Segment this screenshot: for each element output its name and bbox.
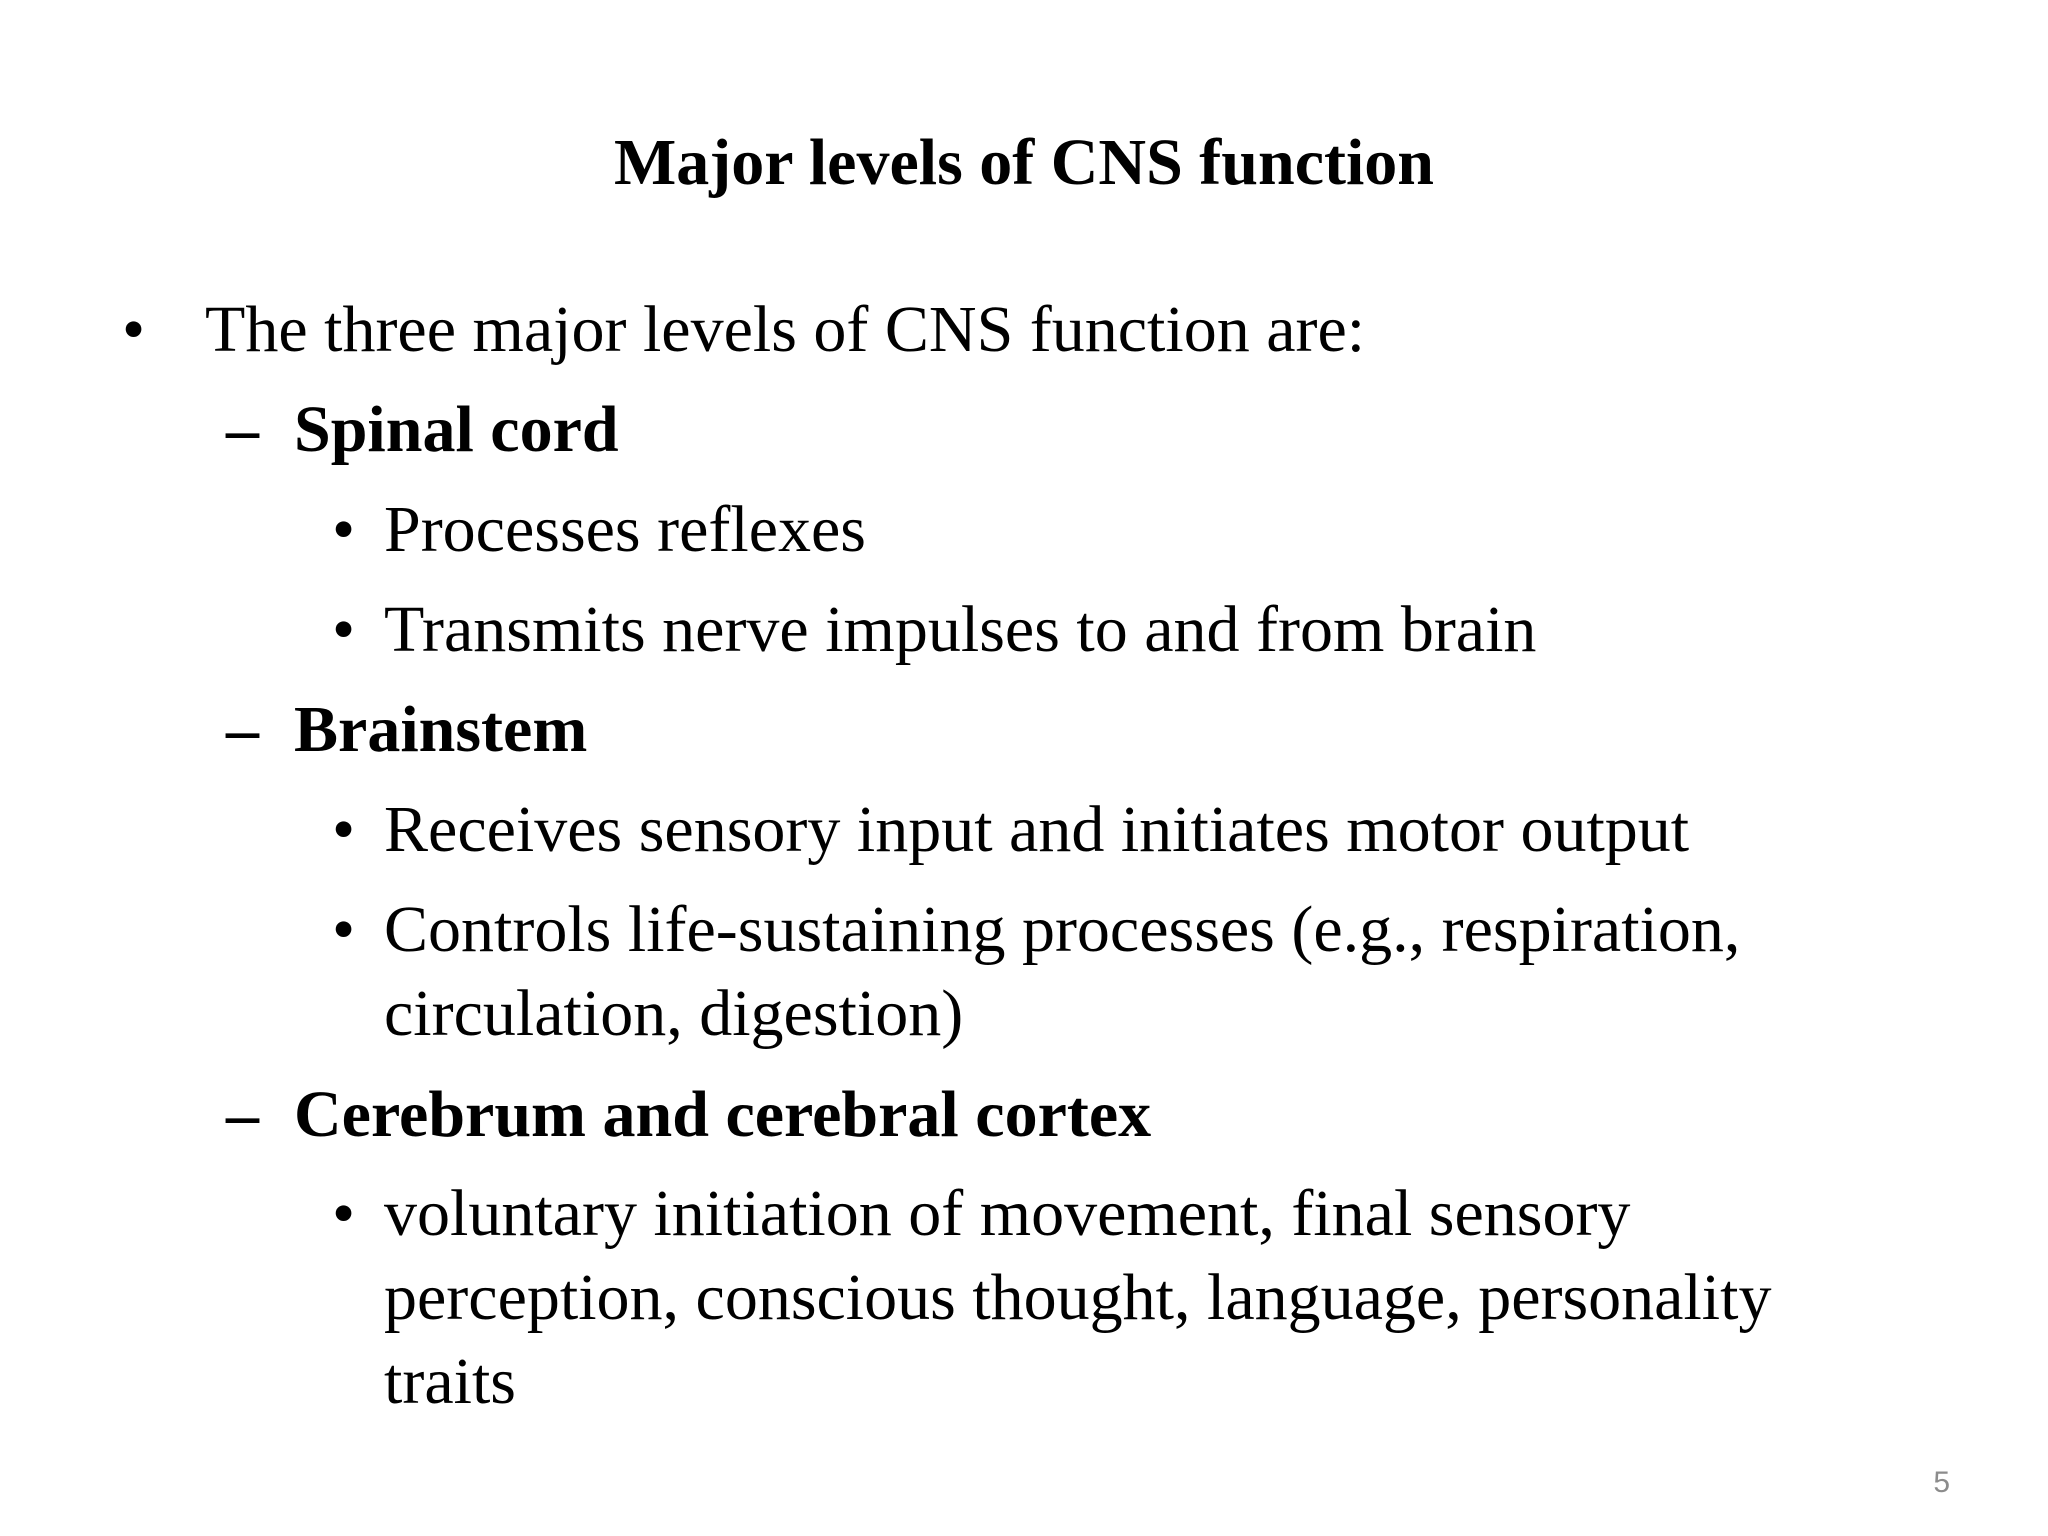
list-item: voluntary initiation of movement, final … xyxy=(384,1177,1631,1250)
level-heading-brainstem: Brainstem xyxy=(294,693,588,766)
page-number: 5 xyxy=(1933,1466,1950,1499)
level-heading-cerebrum: Cerebrum and cerebral cortex xyxy=(294,1078,1152,1151)
intro-text: The three major levels of CNS function a… xyxy=(205,293,1366,366)
level-heading-spinal-cord: Spinal cord xyxy=(294,393,619,466)
bullet-marker: • xyxy=(332,893,356,966)
list-item-continuation: perception, conscious thought, language,… xyxy=(384,1261,1772,1334)
list-item: Transmits nerve impulses to and from bra… xyxy=(384,593,1537,666)
slide-title: Major levels of CNS function xyxy=(613,126,1435,199)
dash-marker: – xyxy=(226,693,259,766)
list-item-continuation: circulation, digestion) xyxy=(384,977,964,1050)
bullet-marker: • xyxy=(332,1177,356,1250)
bullet-marker: • xyxy=(332,793,356,866)
list-item: Controls life-sustaining processes (e.g.… xyxy=(384,893,1741,966)
bullet-marker: • xyxy=(122,293,146,366)
list-item-continuation: traits xyxy=(384,1345,516,1418)
dash-marker: – xyxy=(226,1078,259,1151)
list-item: Receives sensory input and initiates mot… xyxy=(384,793,1690,866)
list-item: Processes reflexes xyxy=(384,493,866,566)
bullet-marker: • xyxy=(332,493,356,566)
bullet-marker: • xyxy=(332,593,356,666)
dash-marker: – xyxy=(226,393,259,466)
